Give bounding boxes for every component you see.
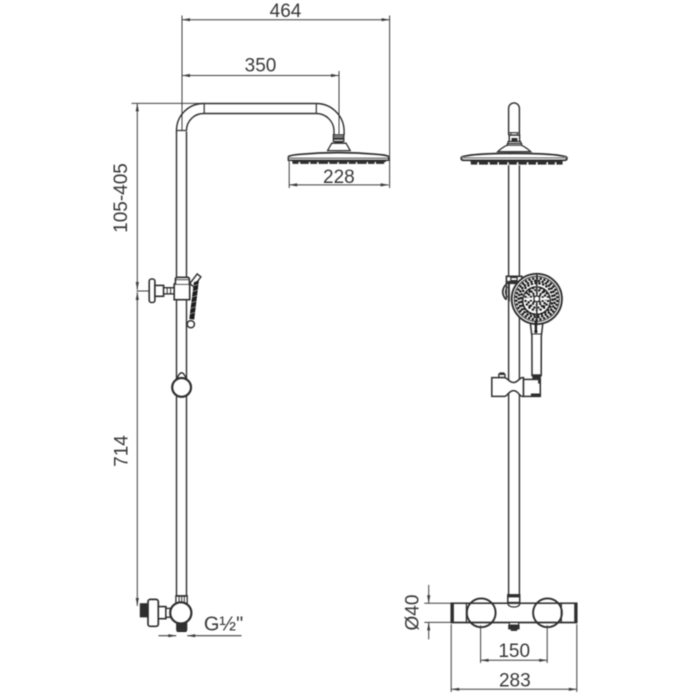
svg-text:350: 350 [245,56,277,77]
svg-text:105-405: 105-405 [111,163,132,233]
svg-text:150: 150 [498,641,530,662]
svg-text:Ø40: Ø40 [402,595,423,631]
svg-text:714: 714 [112,435,133,467]
svg-text:283: 283 [499,670,531,691]
svg-text:464: 464 [270,1,302,22]
svg-text:228: 228 [323,167,355,188]
svg-text:G½": G½" [204,614,243,636]
